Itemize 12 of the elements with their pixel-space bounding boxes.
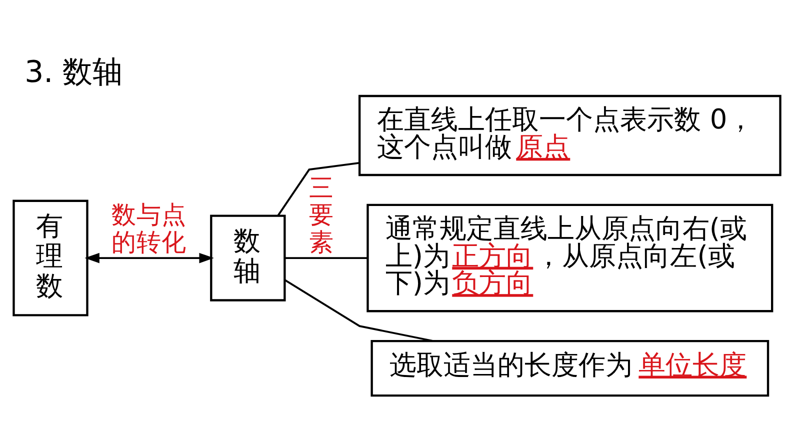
connector (285, 256, 368, 258)
node-box: 在直线上任取一个点表示数 0，这个点叫做原点 (358, 94, 782, 176)
arrow (84, 252, 214, 263)
node-box: 有理数 (12, 199, 88, 316)
connector (277, 162, 360, 216)
node-box: 选取适当的长度作为 单位长度 (370, 340, 770, 396)
edge-label: 三要素 (309, 172, 334, 256)
diagram-title: 3. 数轴 (24, 54, 123, 90)
connector (284, 278, 434, 342)
node-box: 通常规定直线上从原点向右(或上)为正方向，从原点向左(或下)为负方向 (366, 203, 774, 312)
node-box: 数轴 (210, 214, 286, 301)
edge-label: 数与点的转化 (112, 200, 187, 256)
